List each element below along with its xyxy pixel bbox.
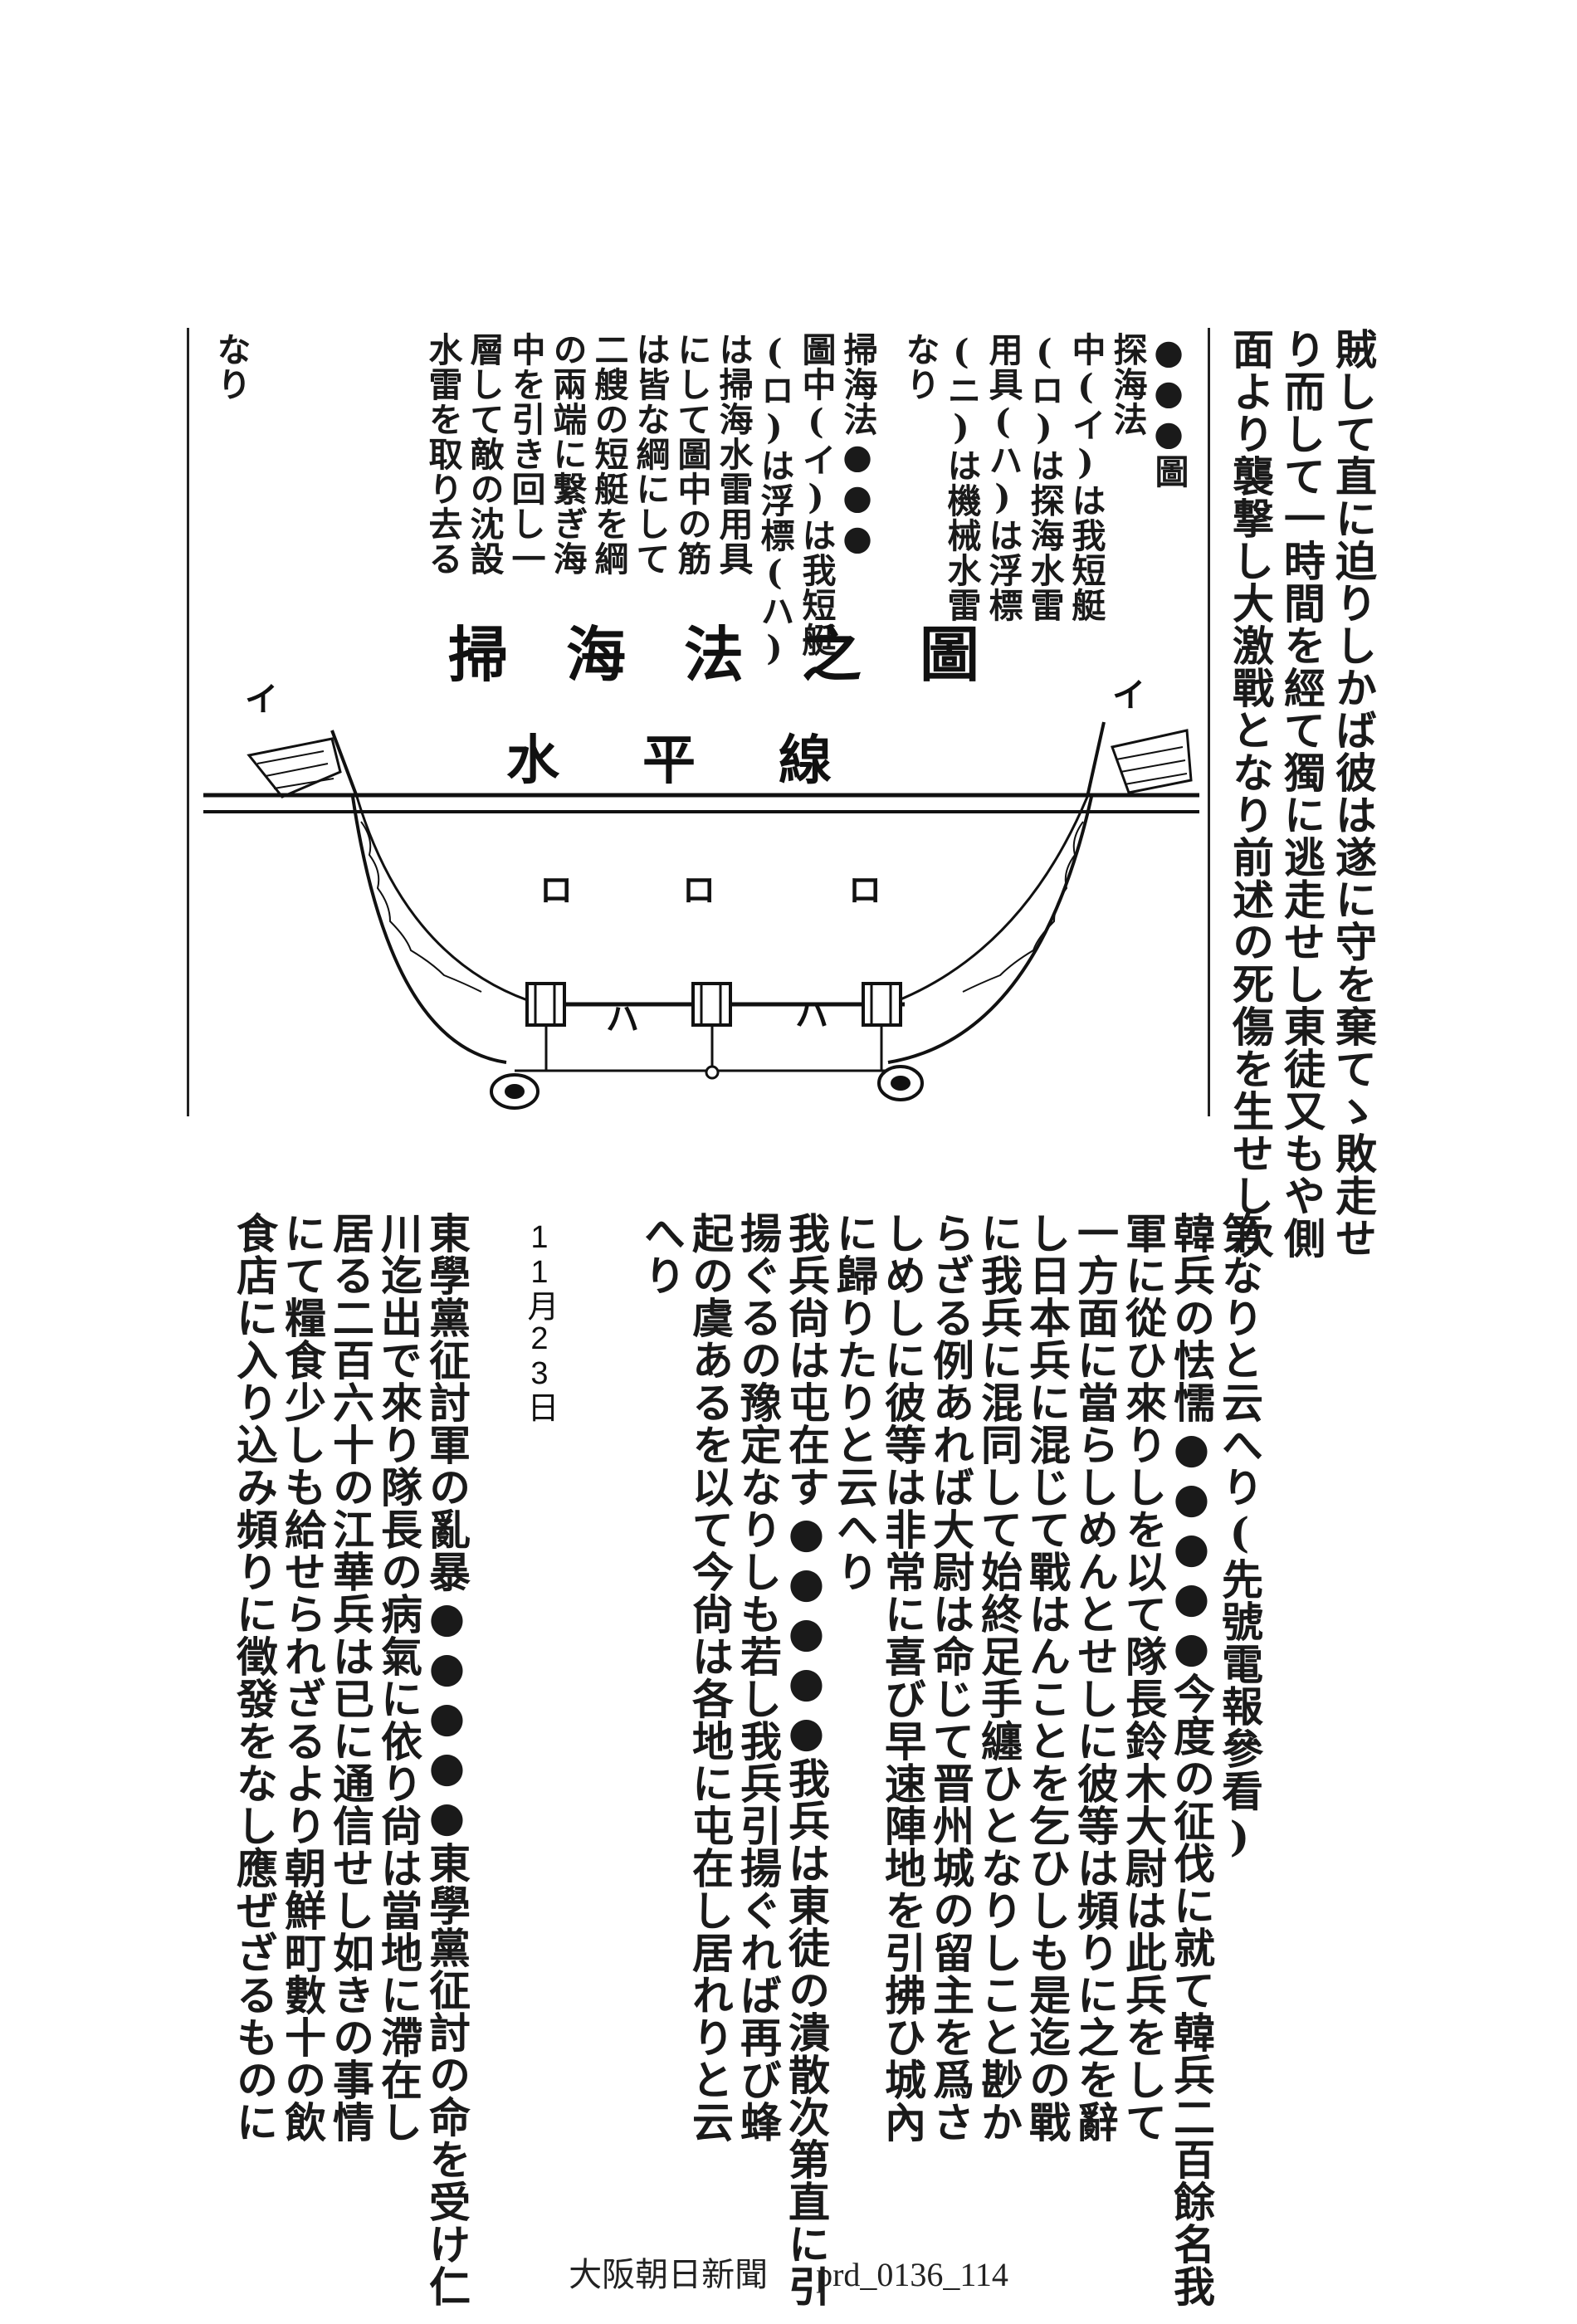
lower-column-6: に我兵に混同して始終足手纏ひとなりしこと尠か <box>974 1212 1023 2143</box>
sweep-rope-inner-right <box>887 796 1089 1006</box>
lower-left-column-5: 食店に入り込み頻りに徵發をなし應ぜざるものに <box>230 1212 279 2143</box>
lower-column-9: に歸りたりと云へり <box>830 1212 879 1593</box>
lower-left-column-4: にて糧食少しも給せられざるより朝鮮町數十の飲 <box>278 1212 327 2143</box>
lower-column-7: らざる例あれば大尉は命じて晋州城の留主を爲さ <box>926 1212 975 2143</box>
note-col-10: (ロ)は浮標(ハ) <box>754 332 794 669</box>
lower-left-column-1: 東學黨征討軍の亂暴●●●●●東學黨征討の命を受け仁 <box>422 1212 471 2307</box>
center-weight <box>705 1065 720 1080</box>
lower-column-3: 軍に從ひ來りしを以て隊長鈴木大尉は此兵をして <box>1119 1212 1168 2143</box>
float-center <box>691 982 732 1027</box>
footer-source: 大阪朝日新聞 <box>569 2256 769 2293</box>
upper-column-3: 面より襲撃し大激戰となり前述の死傷を生せし次 <box>1226 328 1275 1259</box>
label-ha-right: ハ <box>795 995 828 1034</box>
note-col-7: なり <box>900 332 940 402</box>
lower-column-13: へり <box>637 1212 686 1296</box>
lower-left-column-3: 居る二百六十の江華兵は已に通信せし如きの事情 <box>326 1212 375 2143</box>
note-col-9: 圖中(イ)は我短艇 <box>796 332 836 657</box>
mine-left <box>490 1073 540 1110</box>
float-left <box>525 982 566 1027</box>
diagram-title: 掃海法之圖 <box>448 619 1038 690</box>
note-col-4: (ロ)は探海水雷 <box>1024 332 1064 622</box>
label-i-right: イ <box>1112 676 1145 715</box>
lower-column-1: 第なりと云へり(先號電報參看) <box>1215 1212 1264 1862</box>
page-footer: 大阪朝日新聞 prd_0136_114 <box>0 2248 1577 2296</box>
sweep-rope-outer-left <box>351 796 507 1064</box>
lower-column-4: 一方面に當らしめんとせしに彼等は頻りに之を辭 <box>1071 1212 1120 2143</box>
note-col-13: は皆な綱にして <box>630 332 670 576</box>
note-col-8: 掃海法●●● <box>837 332 877 559</box>
left-boat-flag <box>247 730 359 798</box>
label-i-left: イ <box>245 680 278 719</box>
sweep-rope-inner-left <box>355 796 540 1006</box>
date-stamp: 11月23日 <box>522 1220 557 1423</box>
lower-column-12: 起の虞あるを以て今尙は各地に屯在し居れりと云 <box>686 1212 735 2143</box>
upper-left-rule <box>187 328 189 1116</box>
right-boat-flag <box>1086 721 1193 798</box>
footer-id: prd_0136_114 <box>816 2256 1008 2293</box>
note-col-14: 二艘の短艇を綱 <box>588 332 628 576</box>
lower-column-2: 韓兵の怯懦●●●●●今度の征伐に就て韓兵二百餘名我 <box>1167 1212 1216 2307</box>
note-col-19: なり <box>211 332 251 402</box>
upper-column-2: り而して一時間を經て獨に逃走せし東徒又もや側 <box>1277 328 1326 1259</box>
rope-scallops-right <box>962 821 1084 993</box>
float-right <box>862 982 902 1027</box>
mine-right <box>877 1065 924 1101</box>
note-col-12: にして圖中の筋 <box>671 332 711 576</box>
note-col-11: は掃海水雷用具 <box>713 332 753 576</box>
label-ro-left: ロ <box>540 871 573 910</box>
lower-left-column-2: 川迄出で來り隊長の病氣に依り尙は當地に滯在し <box>374 1212 423 2143</box>
note-col-6: (ニ)は機械水雷 <box>941 332 981 622</box>
lower-column-8: しめしに彼等は非常に喜び早速陣地を引拂ひ城內 <box>878 1212 927 2143</box>
note-col-5: 用具(ハ)は浮標 <box>983 332 1023 622</box>
sweeping-diagram <box>203 721 1199 1110</box>
note-col-18: 水雷を取り去る <box>422 332 462 576</box>
lower-column-5: し日本兵に混じて戰はんことを乞ひしも是迄の戰 <box>1023 1212 1072 2143</box>
label-ro-center: ロ <box>682 871 715 910</box>
note-col-3: 中(イ)は我短艇 <box>1066 332 1106 622</box>
label-ro-right: ロ <box>848 871 881 910</box>
note-col-17: 層して敵の沈設 <box>464 332 504 576</box>
rope-scallops-left <box>360 821 482 993</box>
note-col-15: の兩端に繋ぎ海 <box>547 332 587 576</box>
upper-right-rule <box>1208 328 1210 1116</box>
label-ha-left: ハ <box>606 999 639 1038</box>
note-col-2: 探海法 <box>1107 332 1147 437</box>
upper-column-1: 賊して直に迫りしかば彼は遂に守を棄てゝ敗走せ <box>1329 328 1378 1259</box>
lower-column-11: 揚ぐるの豫定なりしも若し我兵引揚ぐれば再び蜂 <box>734 1212 783 2143</box>
sweep-rope-outer-right <box>887 796 1093 1064</box>
note-col-1: ●●●圖 <box>1149 332 1189 489</box>
waterline-label: 水平線 <box>506 730 915 792</box>
lower-column-10: 我兵尙は屯在す●●●●●我兵は東徒の潰散次第直に引 <box>782 1212 831 2307</box>
note-col-16: 中を引き回し一 <box>505 332 545 576</box>
